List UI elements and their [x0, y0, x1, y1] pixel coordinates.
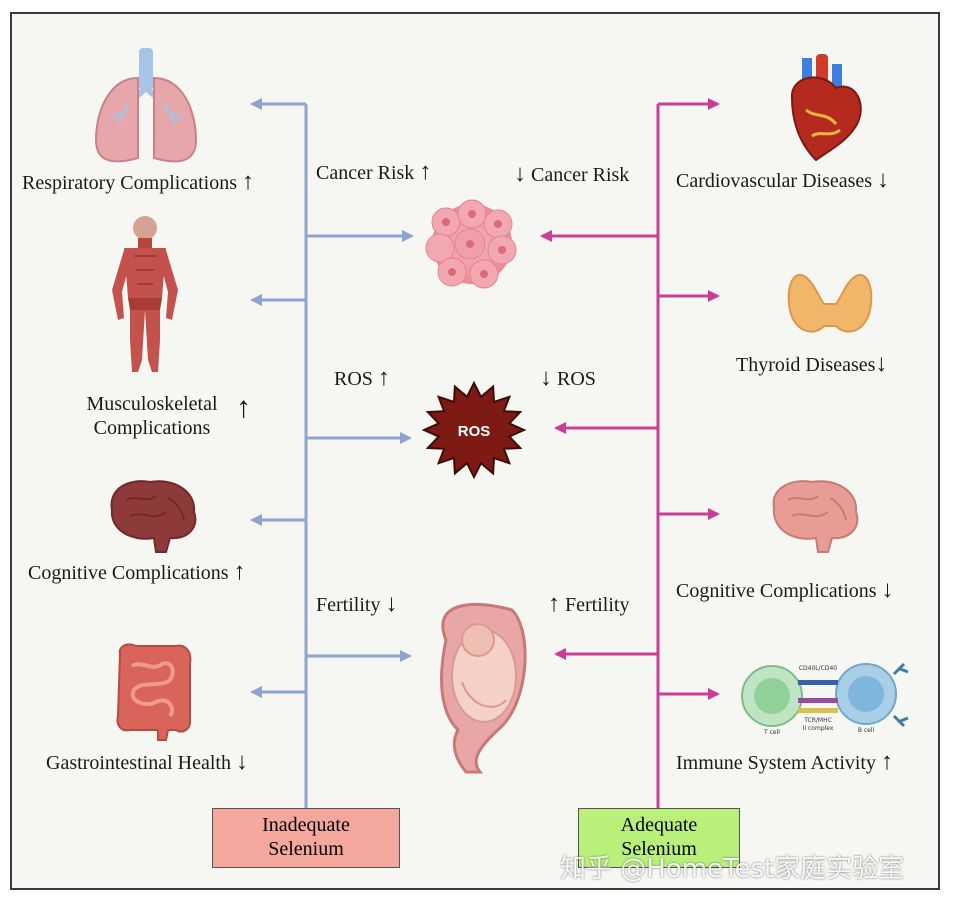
cancer-risk-right-arrow: ↓ — [514, 161, 526, 187]
gastrointestinal-arrow: ↓ — [235, 749, 248, 775]
cardiovascular-arrow: ↓ — [877, 167, 890, 193]
inadequate-connectors — [250, 98, 414, 808]
fertility-left-arrow: ↓ — [385, 591, 398, 617]
ros-left-arrow: ↑ — [377, 365, 390, 391]
immune-arrow: ↑ — [881, 749, 893, 775]
immune-cells-icon: CD40L/CD40 TCR/MHC II complex T cell B c… — [741, 662, 909, 736]
brain-icon-right — [772, 480, 859, 553]
heart-icon — [790, 54, 862, 162]
ros-badge-text: ROS — [458, 423, 491, 440]
respiratory-arrow: ↑ — [241, 169, 254, 195]
cognitive-left-label: Cognitive Complications ↑ — [28, 559, 246, 585]
cardiovascular-label: Cardiovascular Diseases ↓ — [676, 167, 890, 193]
ros-burst-icon: ROS — [421, 380, 527, 480]
musculoskeletal-arrow: ↑ — [236, 391, 251, 424]
respiratory-label: Respiratory Complications ↑ — [22, 169, 254, 195]
cognitive-right-label: Cognitive Complications ↓ — [676, 577, 894, 603]
cognitive-right-arrow: ↓ — [881, 577, 894, 603]
tcell-label: T cell — [763, 729, 780, 736]
cd40-label: CD40L/CD40 — [799, 665, 837, 672]
cancer-risk-right: ↓ Cancer Risk — [514, 161, 630, 187]
muscle-body-icon — [112, 216, 178, 372]
ros-right-arrow: ↓ — [540, 365, 552, 391]
thyroid-icon — [787, 273, 873, 333]
ros-right: ↓ ROS — [540, 365, 596, 391]
lungs-icon — [94, 48, 198, 163]
fertility-right: ↑ Fertility — [548, 591, 630, 617]
watermark: 知乎 @HomeTest家庭实验室 — [560, 854, 905, 884]
bcell-label: B cell — [858, 727, 875, 734]
gastrointestinal-label: Gastrointestinal Health ↓ — [46, 749, 248, 775]
tcr-label-2: II complex — [803, 725, 834, 732]
tcr-label: TCR/MHC — [803, 717, 832, 724]
thyroid-label: Thyroid Diseases↓ — [736, 351, 888, 377]
immune-label: Immune System Activity ↑ — [676, 749, 893, 775]
cancer-risk-left-arrow: ↑ — [419, 159, 432, 185]
thyroid-arrow: ↓ — [875, 351, 888, 377]
cognitive-left-arrow: ↑ — [233, 559, 246, 585]
cancer-risk-left: Cancer Risk ↑ — [316, 159, 432, 185]
adequate-connectors — [540, 98, 720, 808]
cancer-cells-icon — [425, 199, 517, 289]
fertility-left: Fertility ↓ — [316, 591, 398, 617]
intestines-icon — [116, 643, 192, 741]
ros-left: ROS ↑ — [334, 365, 390, 391]
brain-icon-left — [110, 480, 197, 553]
fertility-right-arrow: ↑ — [548, 591, 560, 617]
fetus-icon — [440, 602, 527, 774]
